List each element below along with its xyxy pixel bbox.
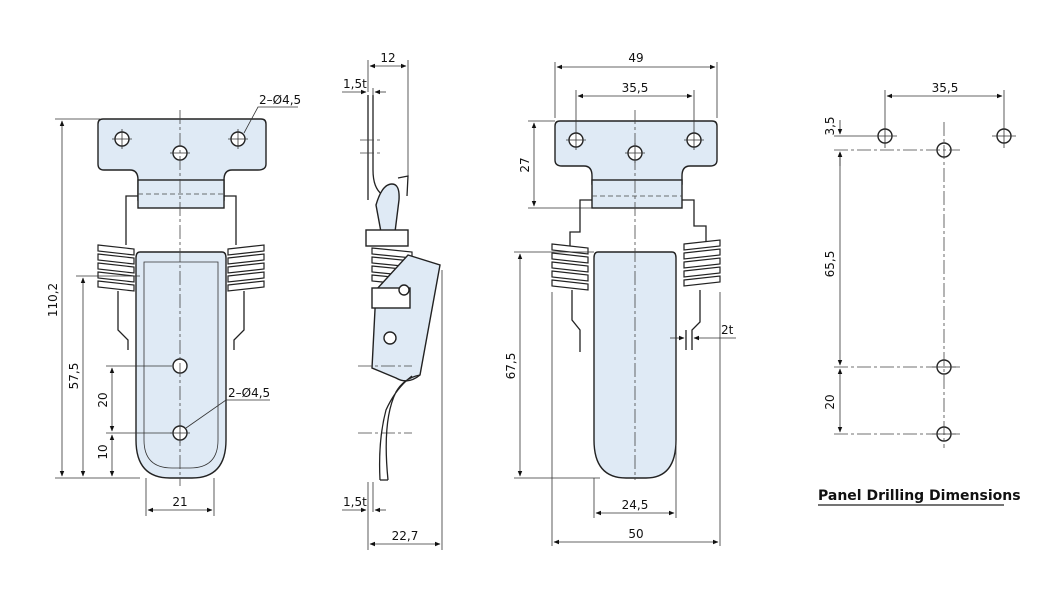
back-dim-67-5: 67,5 bbox=[504, 353, 518, 380]
back-spring-right bbox=[683, 239, 721, 287]
back-dim-hole-pitch: 35,5 bbox=[622, 81, 649, 95]
drill-dim-65-5: 65,5 bbox=[823, 251, 837, 278]
side-dim-top: 12 bbox=[380, 51, 395, 65]
side-hinge bbox=[375, 183, 400, 233]
back-spring-left bbox=[551, 243, 589, 291]
side-thickness-bottom: 1,5t bbox=[343, 495, 367, 509]
side-hasp bbox=[371, 254, 441, 382]
side-spring-holder bbox=[365, 229, 409, 247]
front-spring-right bbox=[227, 244, 265, 292]
back-dim-2t: 2t bbox=[721, 323, 734, 337]
front-dim-20: 20 bbox=[96, 392, 110, 407]
drill-dim-3-5: 3,5 bbox=[823, 116, 837, 135]
side-lever bbox=[378, 374, 421, 481]
front-dim-width-bottom: 21 bbox=[172, 495, 187, 509]
front-dim-10: 10 bbox=[96, 444, 110, 459]
back-hinge-barrel bbox=[591, 179, 683, 209]
panel-drilling: 35,5 3,5 65,5 20 Panel Drilling Dimensio… bbox=[818, 81, 1021, 506]
panel-drilling-title: Panel Drilling Dimensions bbox=[818, 488, 1021, 504]
back-dim-27: 27 bbox=[518, 157, 532, 172]
front-dim-hole-spacing: 57,5 bbox=[67, 363, 81, 390]
front-hole-callout-top: 2–Ø4,5 bbox=[259, 93, 301, 107]
drill-dim-35-5: 35,5 bbox=[932, 81, 959, 95]
side-dim-depth: 22,7 bbox=[392, 529, 419, 543]
drill-dim-20: 20 bbox=[823, 394, 837, 409]
back-dim-24-5: 24,5 bbox=[622, 498, 649, 512]
front-dim-total-height: 110,2 bbox=[46, 283, 60, 317]
front-spring-left bbox=[97, 244, 135, 292]
front-wire-loop bbox=[125, 195, 237, 245]
front-view: 110,2 57,5 20 10 21 2–Ø4,5 2–Ø4,5 bbox=[46, 93, 301, 516]
back-view: 49 35,5 27 67,5 24,5 50 2t bbox=[504, 51, 736, 546]
back-dim-width-bottom: 50 bbox=[628, 527, 643, 541]
side-view: 12 1,5t 1,5t 22,7 bbox=[342, 51, 443, 550]
front-hole-callout-bottom: 2–Ø4,5 bbox=[228, 386, 270, 400]
side-thickness-top: 1,5t bbox=[343, 77, 367, 91]
back-dim-width-top: 49 bbox=[628, 51, 643, 65]
